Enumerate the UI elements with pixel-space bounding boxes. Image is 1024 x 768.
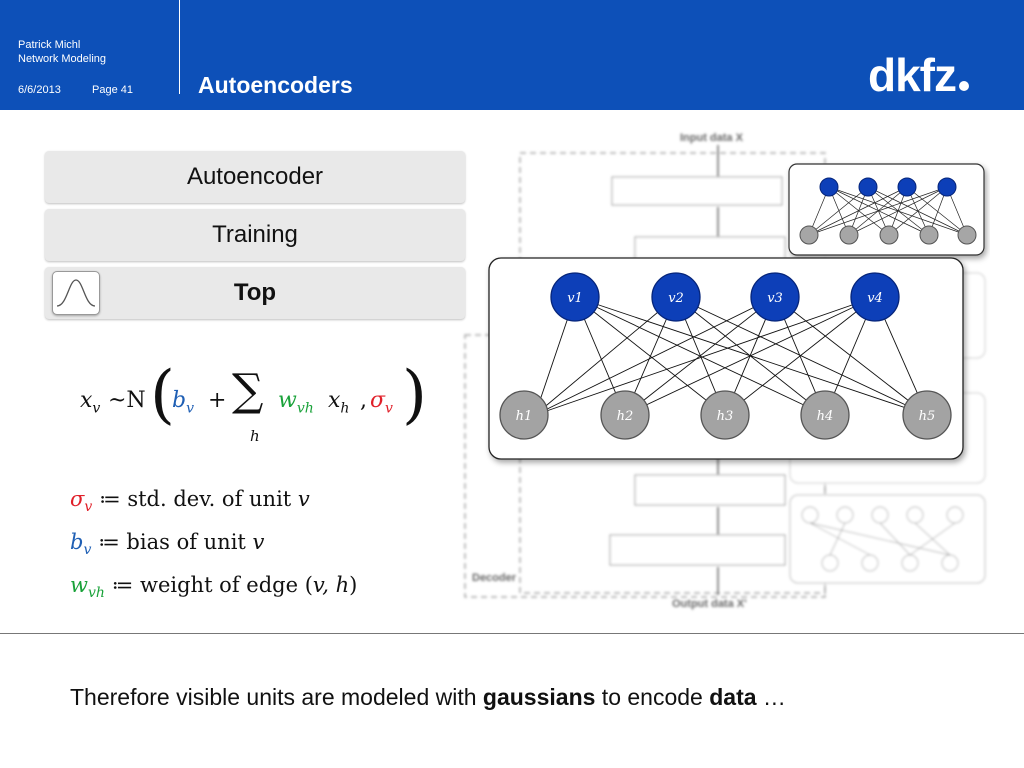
def-var: v: [252, 530, 265, 555]
definition-weight: wvh ≔ weight of edge (v, h): [70, 568, 357, 611]
definition-sigma: σv ≔ std. dev. of unit v: [70, 482, 357, 525]
small-visible-nodes: [819, 177, 957, 197]
page-number: Page 41: [92, 84, 133, 96]
hidden-node-h3: h3: [700, 390, 750, 440]
slide-header: Patrick Michl Network Modeling 6/6/2013 …: [0, 0, 1024, 110]
conclusion-text: Therefore visible units are modeled with…: [70, 684, 786, 711]
hidden-node-label: h1: [516, 409, 533, 424]
menu-item-label: Training: [212, 221, 298, 248]
def-symbol-letter: σ: [70, 487, 85, 511]
formula-dist-text: ~N: [108, 388, 146, 413]
visible-node-label: v2: [668, 291, 684, 306]
formula-comma: ,: [360, 388, 367, 413]
formula-sigma: σv: [370, 388, 393, 416]
decoder-label: Decoder: [472, 572, 517, 584]
visible-node-label: v4: [867, 291, 883, 306]
diagram-svg: Input data X Decoder Output data X': [464, 132, 986, 610]
hidden-node-label: h4: [817, 409, 834, 424]
small-network-box: [788, 163, 985, 256]
def-var: v: [297, 487, 310, 511]
formula-hidden: xh: [328, 388, 349, 416]
gaussian-formula: xv ~N ( bv + ∑ h wvh xh , σv ): [80, 355, 427, 450]
def-symbol-letter: b: [70, 530, 84, 555]
def-text: ≔ weight of edge (: [111, 573, 313, 598]
hidden-node-h4: h4: [800, 390, 850, 440]
menu-item-top[interactable]: Top: [45, 267, 465, 319]
formula-sigma-var: σ: [370, 388, 386, 413]
page-title: Autoencoders: [198, 72, 353, 98]
formula-sum-index: h: [250, 427, 260, 445]
visible-node-v3: v3: [750, 272, 800, 322]
formula-bias-sub: v: [186, 400, 195, 417]
hidden-node-h2: h2: [600, 390, 650, 440]
conclusion-part2: to encode: [595, 684, 710, 710]
conclusion-part3: …: [756, 684, 786, 710]
author-block: Patrick Michl Network Modeling: [18, 38, 106, 66]
logo-dot: [959, 81, 969, 91]
formula-sigma-sub: v: [385, 400, 393, 417]
def-symbol: σv: [70, 482, 92, 525]
hidden-node-label: h2: [617, 409, 634, 424]
def-symbol-sub: vh: [87, 585, 105, 602]
formula-close-paren: ): [402, 358, 427, 432]
formula-lhs: xv: [80, 388, 100, 416]
menu-item-autoencoder[interactable]: Autoencoder: [45, 151, 465, 203]
def-text: ≔ std. dev. of unit: [98, 487, 298, 511]
hidden-node-h1: h1: [499, 390, 549, 440]
definition-bias: bv ≔ bias of unit v: [70, 525, 357, 568]
output-data-label: Output data X': [672, 598, 747, 610]
def-symbol-sub: v: [83, 542, 92, 559]
formula-weight-var: w: [278, 388, 297, 413]
formula-weight-sub: vh: [296, 400, 314, 417]
autoencoder-diagram: Input data X Decoder Output data X': [460, 125, 990, 615]
topic-name: Network Modeling: [18, 53, 107, 65]
input-data-label: Input data X: [680, 132, 744, 144]
def-var: v, h: [312, 573, 350, 598]
small-hidden-nodes: [799, 225, 977, 245]
def-symbol-letter: w: [70, 573, 88, 598]
visible-node-label: v1: [567, 291, 583, 306]
hidden-nodes: h1 h2 h3 h4 h5: [499, 390, 952, 440]
visible-node-v4: v4: [850, 272, 900, 322]
def-tail: ): [349, 573, 358, 598]
conclusion-bold2: data: [709, 684, 757, 710]
visible-node-v2: v2: [651, 272, 701, 322]
small-network-edges: [808, 186, 968, 236]
logo-text: dkfz: [868, 49, 957, 101]
formula-dist: ~N: [108, 388, 146, 413]
slide-date: 6/6/2013: [18, 84, 61, 96]
menu-item-label: Autoencoder: [186, 163, 324, 190]
author-name: Patrick Michl: [18, 39, 81, 51]
formula-lhs-var: x: [80, 388, 93, 413]
formula-weight: wvh: [278, 388, 314, 416]
formula-hidden-sub: h: [340, 400, 350, 417]
def-text: ≔ bias of unit: [98, 530, 253, 555]
main-network-box: v1 v2 v3 v4 h1 h2 h3 h4 h5: [488, 257, 964, 460]
formula-lhs-sub: v: [92, 400, 101, 417]
def-symbol: bv: [70, 525, 91, 568]
hidden-node-label: h3: [717, 409, 734, 424]
symbol-definitions: σv ≔ std. dev. of unit v bv ≔ bias of un…: [70, 482, 357, 612]
formula-hidden-var: x: [328, 388, 341, 413]
def-symbol-sub: v: [84, 499, 93, 516]
conclusion-bold1: gaussians: [482, 684, 596, 710]
formula-open-paren: (: [150, 358, 175, 432]
dkfz-logo: dkfz: [868, 50, 969, 100]
formula-plus: +: [208, 388, 227, 413]
def-symbol: wvh: [70, 568, 105, 611]
hidden-node-h5: h5: [902, 390, 952, 440]
formula-bias-var: b: [172, 388, 187, 413]
header-divider: [179, 0, 180, 94]
footer-divider: [0, 633, 1024, 634]
visible-nodes: v1 v2 v3 v4: [550, 272, 900, 322]
menu-item-training[interactable]: Training: [45, 209, 465, 261]
menu-item-label: Top: [233, 279, 277, 306]
hidden-node-label: h5: [919, 409, 936, 424]
formula-sum-sign: ∑: [232, 365, 264, 416]
gaussian-curve-icon: [52, 271, 100, 315]
conclusion-part1: Therefore visible units are modeled with: [70, 684, 483, 710]
formula-bias: bv: [172, 388, 194, 416]
visible-node-v1: v1: [550, 272, 600, 322]
visible-node-label: v3: [767, 291, 783, 306]
